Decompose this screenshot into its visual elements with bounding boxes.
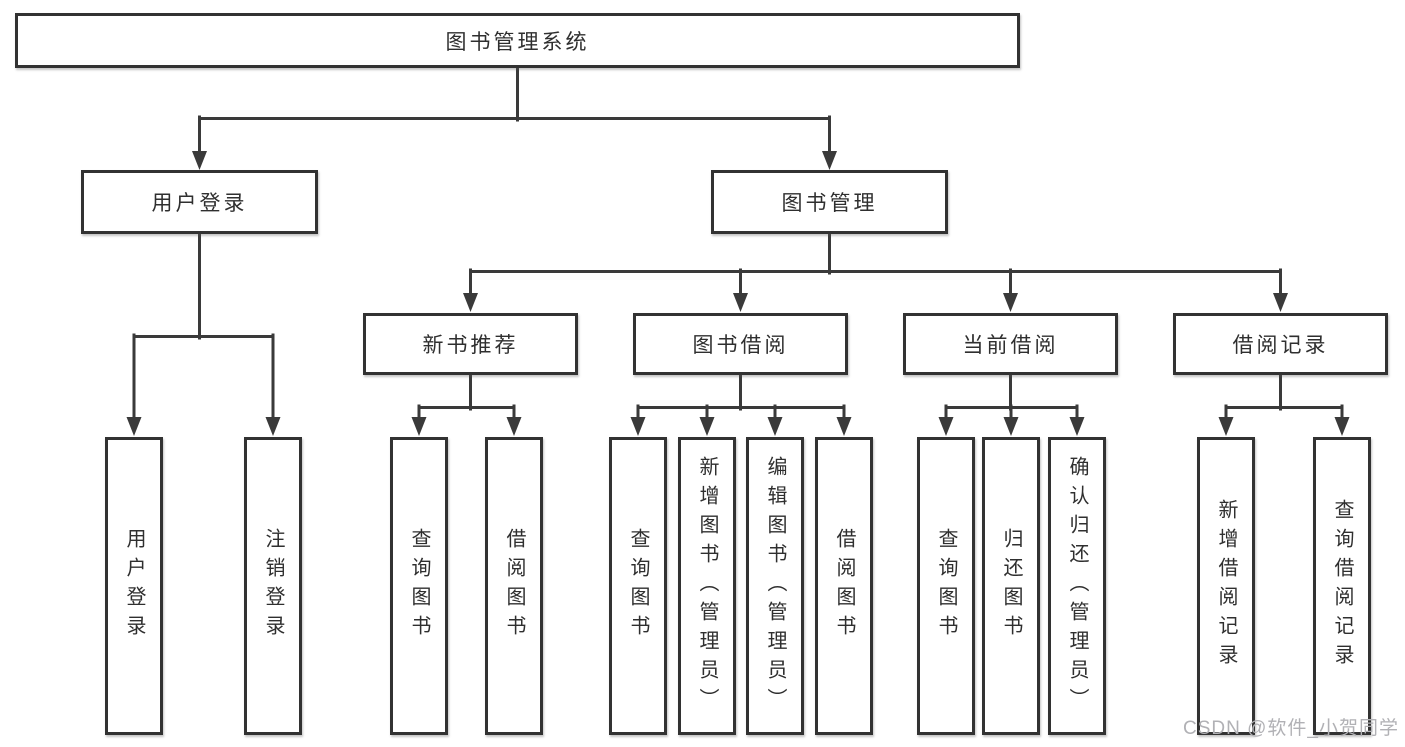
leaf-user-login: 用户登录 (105, 437, 163, 735)
node-new-book-recommend: 新书推荐 (363, 313, 578, 375)
leaf-label: 借阅图书 (503, 528, 525, 644)
node-label: 图书借阅 (692, 334, 789, 357)
leaf-query-books-recommend: 查询图书 (390, 437, 448, 735)
leaf-label: 用户登录 (123, 528, 145, 644)
leaf-query-books-current: 查询图书 (917, 437, 975, 735)
node-label: 用户登录 (151, 192, 248, 215)
leaf-query-borrow-record: 查询借阅记录 (1313, 437, 1371, 735)
leaf-label: 编辑图书（管理员） (764, 455, 786, 717)
tree-connector-lines (132, 66, 1344, 421)
leaf-label: 借阅图书 (833, 528, 855, 644)
leaf-label: 新增图书（管理员） (696, 455, 718, 717)
arrowhead-icons (126, 151, 1350, 436)
node-label: 当前借阅 (962, 334, 1059, 357)
leaf-label: 注销登录 (262, 528, 284, 644)
leaf-query-books-borrow: 查询图书 (609, 437, 667, 735)
node-user-login: 用户登录 (81, 170, 318, 234)
leaf-label: 查询图书 (935, 528, 957, 644)
node-label: 借阅记录 (1232, 334, 1329, 357)
leaf-label: 查询借阅记录 (1331, 499, 1353, 673)
leaf-confirm-return-admin: 确认归还（管理员） (1048, 437, 1106, 735)
leaf-add-book-admin: 新增图书（管理员） (678, 437, 736, 735)
leaf-return-book: 归还图书 (982, 437, 1040, 735)
leaf-label: 查询图书 (408, 528, 430, 644)
leaf-borrow-books: 借阅图书 (815, 437, 873, 735)
leaf-logout: 注销登录 (244, 437, 302, 735)
node-root: 图书管理系统 (15, 13, 1020, 68)
node-book-management: 图书管理 (711, 170, 948, 234)
leaf-label: 新增借阅记录 (1215, 499, 1237, 673)
leaf-label: 查询图书 (627, 528, 649, 644)
node-label: 图书管理系统 (445, 30, 590, 54)
node-label: 图书管理 (781, 192, 878, 215)
node-book-borrowing: 图书借阅 (633, 313, 848, 375)
node-borrowing-records: 借阅记录 (1173, 313, 1388, 375)
node-label: 新书推荐 (422, 334, 519, 357)
csdn-watermark: CSDN @软件_小贺同学 (1183, 718, 1399, 739)
leaf-label: 归还图书 (1000, 528, 1022, 644)
leaf-borrow-books-recommend: 借阅图书 (485, 437, 543, 735)
leaf-edit-book-admin: 编辑图书（管理员） (746, 437, 804, 735)
leaf-label: 确认归还（管理员） (1066, 455, 1088, 717)
leaf-add-borrow-record: 新增借阅记录 (1197, 437, 1255, 735)
node-current-borrowing: 当前借阅 (903, 313, 1118, 375)
